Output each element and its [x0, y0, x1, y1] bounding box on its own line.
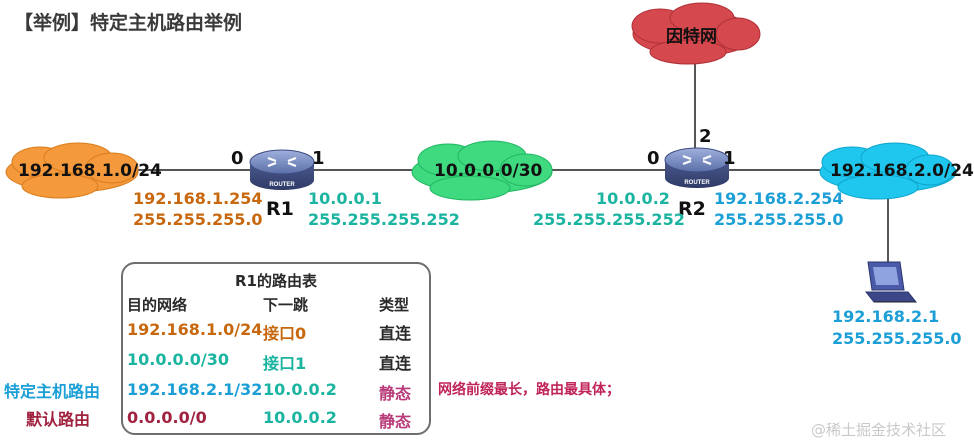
cloud-lan2-label: 192.168.2.0/24 — [830, 161, 974, 181]
route-row-2-type: 直连 — [379, 354, 412, 373]
page-title: 【举例】特定主机路由举例 — [14, 12, 243, 34]
cloud-lan1-label: 192.168.1.0/24 — [18, 161, 162, 181]
r1-if1-ip: 10.0.0.1 — [308, 189, 382, 208]
host-computer-icon — [864, 261, 918, 303]
default-route-label: 默认路由 — [26, 410, 91, 429]
cloud-lan1 — [5, 142, 139, 199]
route-table: R1的路由表 目的网络 下一跳 类型 192.168.1.0/24 接口0 直连… — [121, 262, 431, 435]
route-row-4-type: 静态 — [379, 412, 412, 431]
r2-port-2: 2 — [699, 126, 712, 147]
r1-port-1: 1 — [312, 148, 325, 169]
router-r1-name: R1 — [266, 198, 294, 220]
r1-if1-mask: 255.255.255.252 — [308, 210, 460, 229]
route-row-1-type: 直连 — [379, 324, 412, 343]
route-row-3-dest: 192.168.2.1/32 — [127, 380, 263, 399]
cloud-internet-label: 因特网 — [666, 27, 717, 47]
route-row-3-type: 静态 — [379, 384, 412, 403]
cloud-internet — [631, 2, 761, 65]
r1-port-0: 0 — [231, 148, 244, 169]
route-table-title: R1的路由表 — [235, 272, 317, 290]
r2-if0-mask: 255.255.255.252 — [533, 210, 685, 229]
watermark: @稀土掘金技术社区 — [810, 421, 946, 439]
router-r2-badge: ROUTER — [684, 180, 710, 186]
cloud-lan2 — [819, 142, 957, 200]
r2-port-1: 1 — [723, 148, 736, 169]
route-table-header-nexthop: 下一跳 — [263, 296, 309, 314]
r1-if0-ip: 192.168.1.254 — [133, 189, 263, 208]
route-row-4-nexthop: 10.0.0.2 — [263, 408, 337, 427]
route-row-2-nexthop: 接口1 — [263, 354, 307, 373]
host-mask: 255.255.255.0 — [832, 329, 962, 348]
r2-if1-mask: 255.255.255.0 — [714, 210, 844, 229]
route-row-1-nexthop: 接口0 — [263, 324, 307, 343]
router-r2-name: R2 — [678, 198, 706, 220]
longest-prefix-note: 网络前缀最长，路由最具体； — [438, 382, 620, 398]
router-r1-icon: ROUTER — [249, 149, 315, 190]
r2-port-0: 0 — [647, 148, 660, 169]
route-table-header-type: 类型 — [379, 296, 410, 314]
r1-if0-mask: 255.255.255.0 — [133, 210, 263, 229]
cloud-link-label: 10.0.0.0/30 — [434, 161, 543, 181]
r2-if0-ip: 10.0.0.2 — [596, 189, 670, 208]
cloud-link — [411, 140, 553, 201]
router-r2-icon: ROUTER — [664, 147, 730, 188]
r2-if1-ip: 192.168.2.254 — [714, 189, 844, 208]
route-row-2-dest: 10.0.0.0/30 — [127, 350, 230, 369]
route-row-1-dest: 192.168.1.0/24 — [127, 320, 263, 339]
route-row-3-nexthop: 10.0.0.2 — [263, 380, 337, 399]
host-ip: 192.168.2.1 — [832, 307, 940, 326]
route-table-header-dest: 目的网络 — [127, 296, 188, 314]
host-route-label: 特定主机路由 — [4, 382, 101, 401]
route-row-4-dest: 0.0.0.0/0 — [127, 408, 207, 427]
router-r1-badge: ROUTER — [269, 182, 295, 188]
